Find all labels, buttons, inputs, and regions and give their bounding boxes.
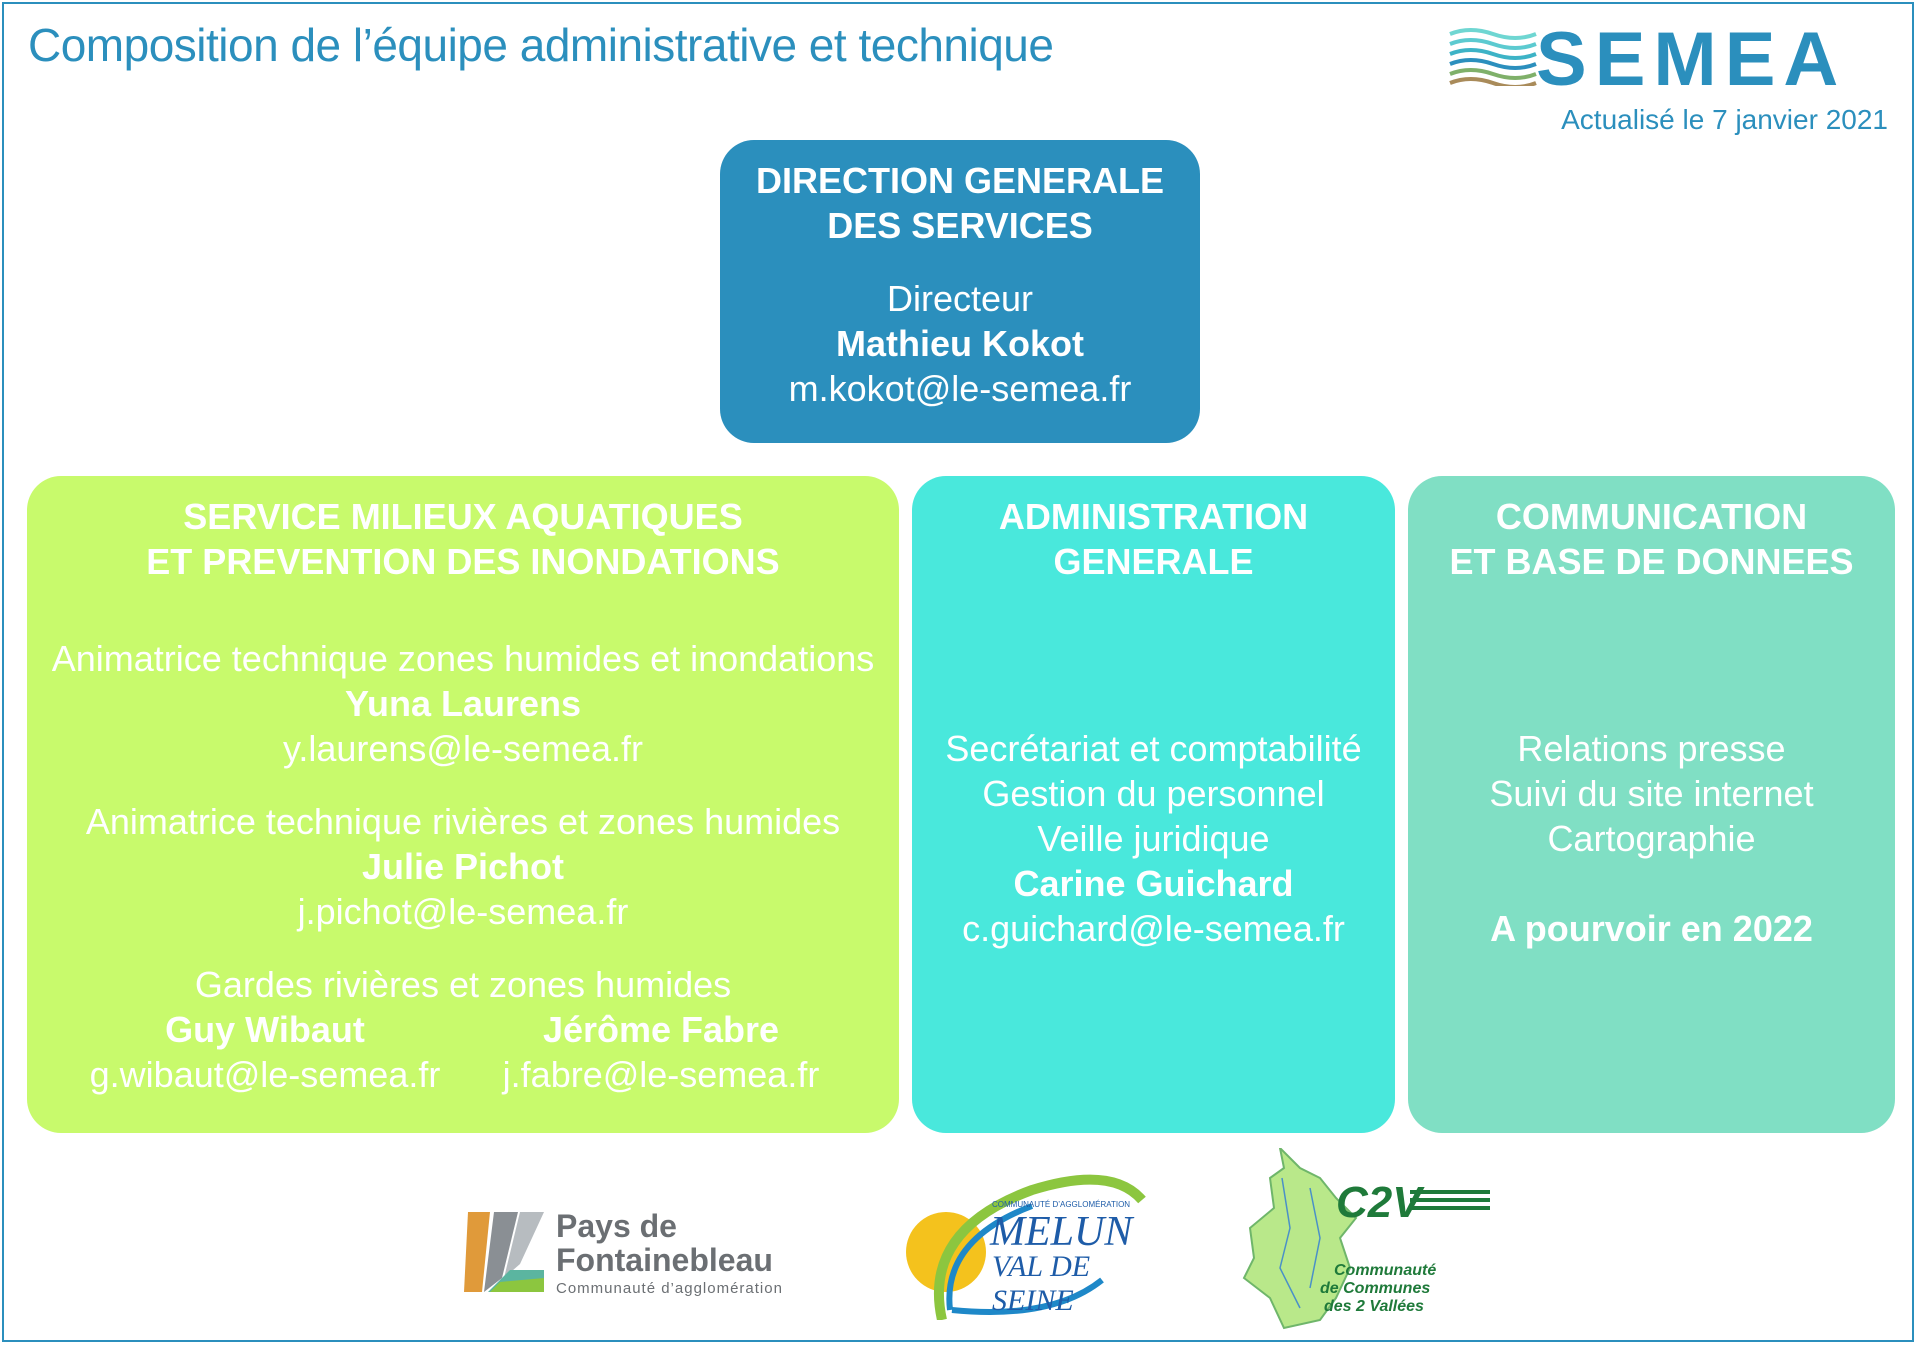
direction-email[interactable]: m.kokot@le-semea.fr: [788, 368, 1132, 409]
smapi-box: SERVICE MILIEUX AQUATIQUES ET PREVENTION…: [27, 476, 899, 1133]
administration-email[interactable]: c.guichard@le-semea.fr: [962, 908, 1345, 949]
administration-task: Secrétariat et comptabilité: [945, 728, 1362, 769]
smapi-heading-2: ET PREVENTION DES INONDATIONS: [146, 541, 780, 582]
smapi-heading-1: SERVICE MILIEUX AQUATIQUES: [183, 496, 743, 537]
administration-heading-2: GENERALE: [1053, 541, 1254, 582]
communication-box: COMMUNICATION ET BASE DE DONNEES Relatio…: [1408, 476, 1895, 1133]
c2v-stripes-icon: [1410, 1190, 1490, 1210]
garde-person: Jérôme Fabre j.fabre@le-semea.fr: [463, 1007, 859, 1097]
garde-person: Guy Wibaut g.wibaut@le-semea.fr: [67, 1007, 463, 1097]
communication-status: A pourvoir en 2022: [1490, 908, 1813, 949]
melun-line2: VAL DE SEINE: [992, 1250, 1091, 1317]
communication-task: Relations presse: [1517, 728, 1786, 769]
c2v-line1: Communauté: [1334, 1262, 1437, 1279]
garde-name: Guy Wibaut: [165, 1009, 365, 1050]
update-date: Actualisé le 7 janvier 2021: [1561, 104, 1888, 135]
melun-emblem-icon: [906, 1174, 1146, 1320]
c2v-mark: C2V: [1336, 1178, 1422, 1227]
melun-top-text: COMMUNAUTÉ D’AGGLOMÉRATION: [992, 1200, 1131, 1209]
fontainebleau-logo: Pays de Fontainebleau Communauté d’agglo…: [460, 1208, 820, 1298]
gardes-role: Gardes rivières et zones humides: [194, 964, 732, 1005]
direction-heading-2: DES SERVICES: [827, 205, 1093, 246]
administration-heading-1: ADMINISTRATION: [998, 496, 1309, 537]
melun-logo: COMMUNAUTÉ D’AGGLOMÉRATION MELUN VAL DE …: [902, 1170, 1162, 1320]
c2v-line3: des 2 Vallées: [1324, 1298, 1424, 1315]
garde-email[interactable]: g.wibaut@le-semea.fr: [89, 1054, 441, 1095]
member-email[interactable]: j.pichot@le-semea.fr: [297, 891, 629, 932]
direction-heading-1: DIRECTION GENERALE: [755, 160, 1165, 201]
page-title: Composition de l’équipe administrative e…: [28, 19, 1054, 71]
communication-heading-1: COMMUNICATION: [1495, 496, 1808, 537]
communication-task: Cartographie: [1547, 818, 1756, 859]
gardes-people: Guy Wibaut g.wibaut@le-semea.fr Jérôme F…: [27, 1007, 899, 1097]
communication-heading-2: ET BASE DE DONNEES: [1449, 541, 1854, 582]
fontainebleau-line2: Fontainebleau: [556, 1242, 773, 1278]
administration-task: Veille juridique: [1037, 818, 1270, 859]
garde-email[interactable]: j.fabre@le-semea.fr: [502, 1054, 820, 1095]
semea-logo: SEMEA: [1448, 17, 1894, 102]
administration-box: ADMINISTRATION GENERALE Secrétariat et c…: [912, 476, 1395, 1133]
communication-task: Suivi du site internet: [1489, 773, 1814, 814]
member-email[interactable]: y.laurens@le-semea.fr: [283, 728, 643, 769]
fontainebleau-emblem-icon: [464, 1212, 544, 1292]
semea-logo-text: SEMEA: [1536, 17, 1847, 102]
administration-name: Carine Guichard: [1013, 863, 1294, 904]
member-name: Yuna Laurens: [344, 683, 582, 724]
direction-box: DIRECTION GENERALE DES SERVICES Directeu…: [720, 140, 1200, 443]
direction-role: Directeur: [886, 278, 1034, 319]
member-role: Animatrice technique zones humides et in…: [51, 638, 875, 679]
member-name: Julie Pichot: [361, 846, 565, 887]
administration-task: Gestion du personnel: [982, 773, 1325, 814]
direction-name: Mathieu Kokot: [836, 323, 1084, 364]
garde-name: Jérôme Fabre: [542, 1009, 780, 1050]
member-role: Animatrice technique rivières et zones h…: [85, 801, 841, 842]
melun-line1: MELUN: [990, 1209, 1133, 1255]
c2v-map-icon: [1242, 1148, 1358, 1330]
fontainebleau-line3: Communauté d’agglomération: [556, 1280, 783, 1297]
c2v-logo: C2V Communauté de Communes des 2 Vallées: [1240, 1148, 1500, 1332]
c2v-line2: de Communes: [1320, 1280, 1431, 1297]
waves-icon: [1449, 28, 1537, 86]
fontainebleau-line1: Pays de: [556, 1208, 677, 1244]
